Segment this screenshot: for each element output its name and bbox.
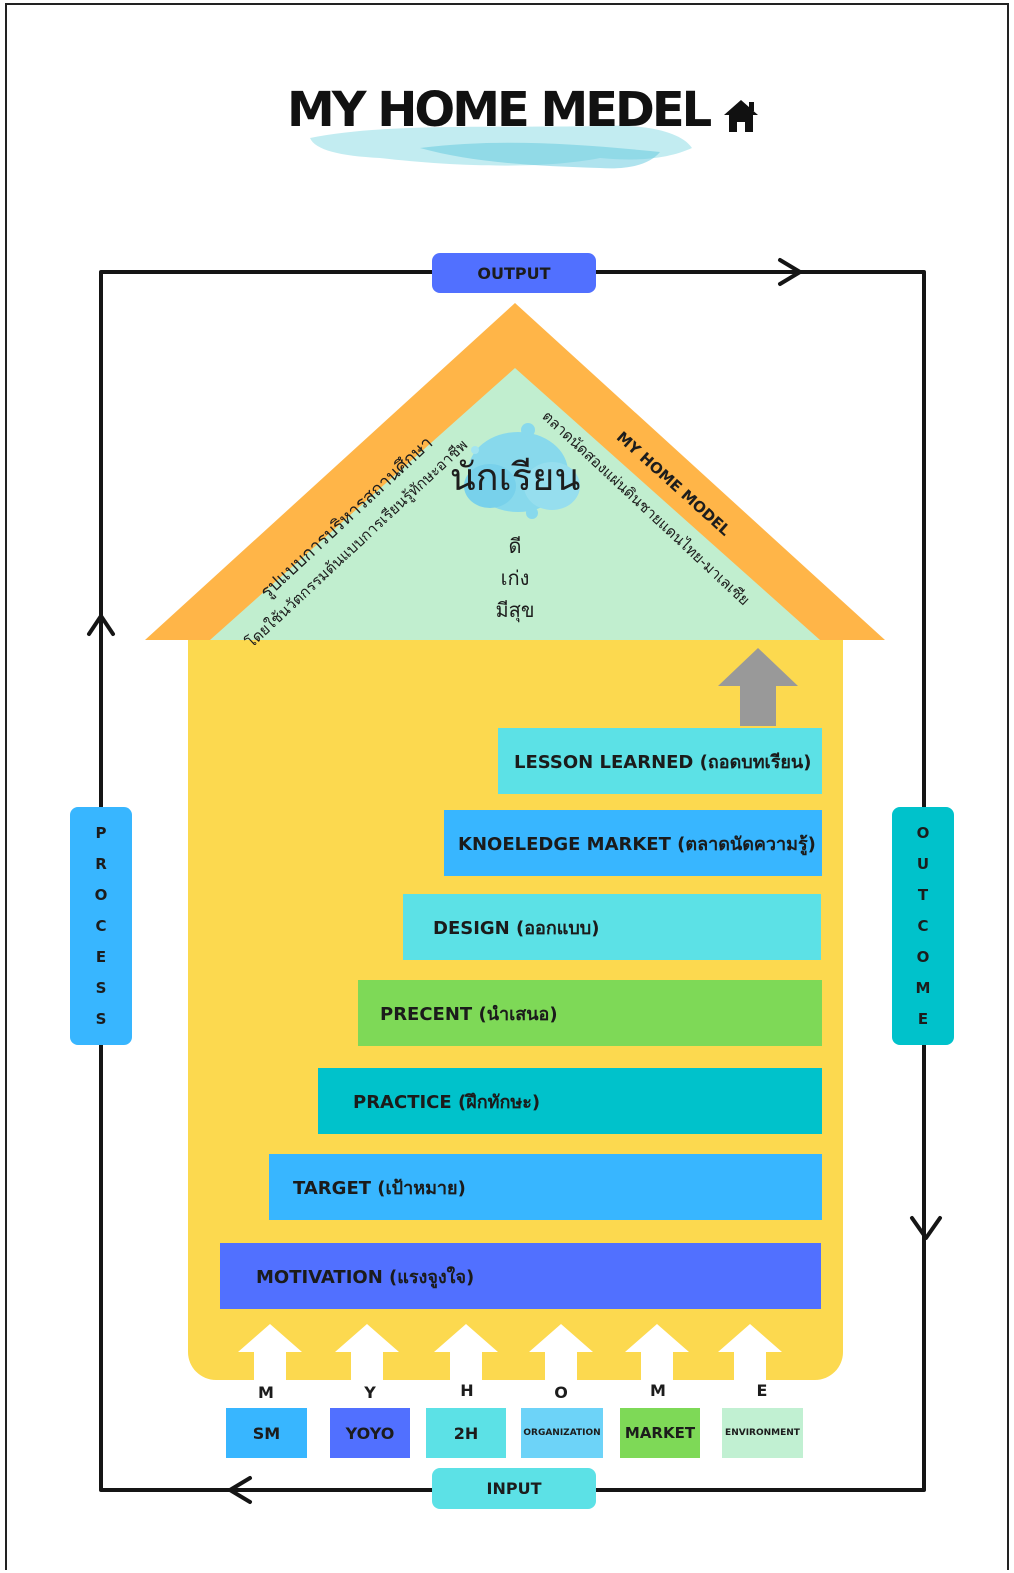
roof-center-title: นักเรียน bbox=[449, 455, 581, 499]
step-label: PRACTICE (ฝึกทักษะ) bbox=[353, 1091, 541, 1113]
step-motivation: MOTIVATION (แรงจูงใจ) bbox=[220, 1243, 821, 1309]
input-label: INPUT bbox=[432, 1468, 596, 1509]
roof-center-lines: ดี เก่ง มีสุข bbox=[465, 530, 565, 626]
process-label: P R O C E S S bbox=[70, 807, 132, 1045]
arrowhead-right bbox=[778, 258, 802, 286]
outcome-letter: C bbox=[917, 916, 929, 935]
center-line-good: ดี bbox=[508, 534, 522, 558]
letter-m2: M bbox=[650, 1381, 666, 1400]
process-letter: C bbox=[95, 916, 107, 935]
page-frame bbox=[5, 3, 1009, 1570]
step-label: MOTIVATION (แรงจูงใจ) bbox=[256, 1266, 475, 1288]
step-target: TARGET (เป้าหมาย) bbox=[269, 1154, 822, 1220]
water-splash bbox=[464, 423, 580, 519]
white-up-arrow-icon bbox=[238, 1324, 302, 1384]
letter-e: E bbox=[756, 1381, 768, 1400]
letter-m: M bbox=[258, 1383, 274, 1402]
step-label: KNOELEDGE MARKET (ตลาดนัดความรู้) bbox=[458, 833, 816, 855]
step-label: LESSON LEARNED (ถอดบทเรียน) bbox=[514, 751, 812, 773]
arrowhead-down bbox=[910, 1216, 942, 1240]
arrowhead-left bbox=[228, 1476, 252, 1504]
letter-o: O bbox=[554, 1383, 568, 1402]
outcome-label: O U T C O M E bbox=[892, 807, 954, 1045]
step-label: TARGET (เป้าหมาย) bbox=[293, 1177, 466, 1199]
process-letter: P bbox=[95, 823, 107, 842]
white-up-arrow-icon bbox=[434, 1324, 498, 1384]
outcome-letter: M bbox=[915, 979, 931, 998]
step-practice: PRACTICE (ฝึกทักษะ) bbox=[318, 1068, 822, 1134]
step-label: PRECENT (นำเสนอ) bbox=[380, 1003, 558, 1025]
box-market: MARKET bbox=[620, 1408, 700, 1458]
house-icon bbox=[724, 100, 758, 132]
process-letter: S bbox=[95, 979, 107, 998]
step-lesson-learned: LESSON LEARNED (ถอดบทเรียน) bbox=[498, 728, 822, 794]
step-precent: PRECENT (นำเสนอ) bbox=[358, 980, 822, 1046]
white-up-arrow-icon bbox=[335, 1324, 399, 1384]
box-yoyo: YOYO bbox=[330, 1408, 410, 1458]
process-letter: R bbox=[95, 854, 107, 873]
white-up-arrow-icon bbox=[718, 1324, 782, 1384]
box-sm: SM bbox=[226, 1408, 307, 1458]
box-organization: ORGANIZATION bbox=[521, 1408, 603, 1458]
step-label: DESIGN (ออกแบบ) bbox=[433, 917, 600, 939]
output-label: OUTPUT bbox=[432, 253, 596, 293]
center-line-happy: มีสุข bbox=[495, 598, 535, 622]
white-up-arrow-icon bbox=[625, 1324, 689, 1384]
process-letter: S bbox=[95, 1010, 107, 1029]
arrowhead-up bbox=[87, 614, 115, 636]
outcome-letter: O bbox=[916, 823, 930, 842]
outcome-letter: T bbox=[917, 885, 929, 904]
page-title: MY HOME MEDEL bbox=[287, 82, 712, 138]
box-2h: 2H bbox=[426, 1408, 506, 1458]
base-arrows bbox=[238, 1324, 782, 1384]
up-arrow-icon bbox=[718, 648, 798, 726]
step-design: DESIGN (ออกแบบ) bbox=[403, 894, 821, 960]
outcome-letter: O bbox=[916, 948, 930, 967]
title-brush-stroke bbox=[310, 125, 692, 169]
house-roof bbox=[145, 303, 885, 640]
letter-y: Y bbox=[364, 1383, 376, 1402]
letter-h: H bbox=[460, 1381, 474, 1400]
step-knowledge-market: KNOELEDGE MARKET (ตลาดนัดความรู้) bbox=[444, 810, 822, 876]
outcome-letter: U bbox=[916, 854, 930, 873]
process-letter: E bbox=[95, 948, 107, 967]
white-up-arrow-icon bbox=[529, 1324, 593, 1384]
process-letter: O bbox=[94, 885, 108, 904]
center-line-smart: เก่ง bbox=[500, 566, 530, 590]
box-environment: ENVIRONMENT bbox=[722, 1408, 803, 1458]
outcome-letter: E bbox=[917, 1010, 929, 1029]
